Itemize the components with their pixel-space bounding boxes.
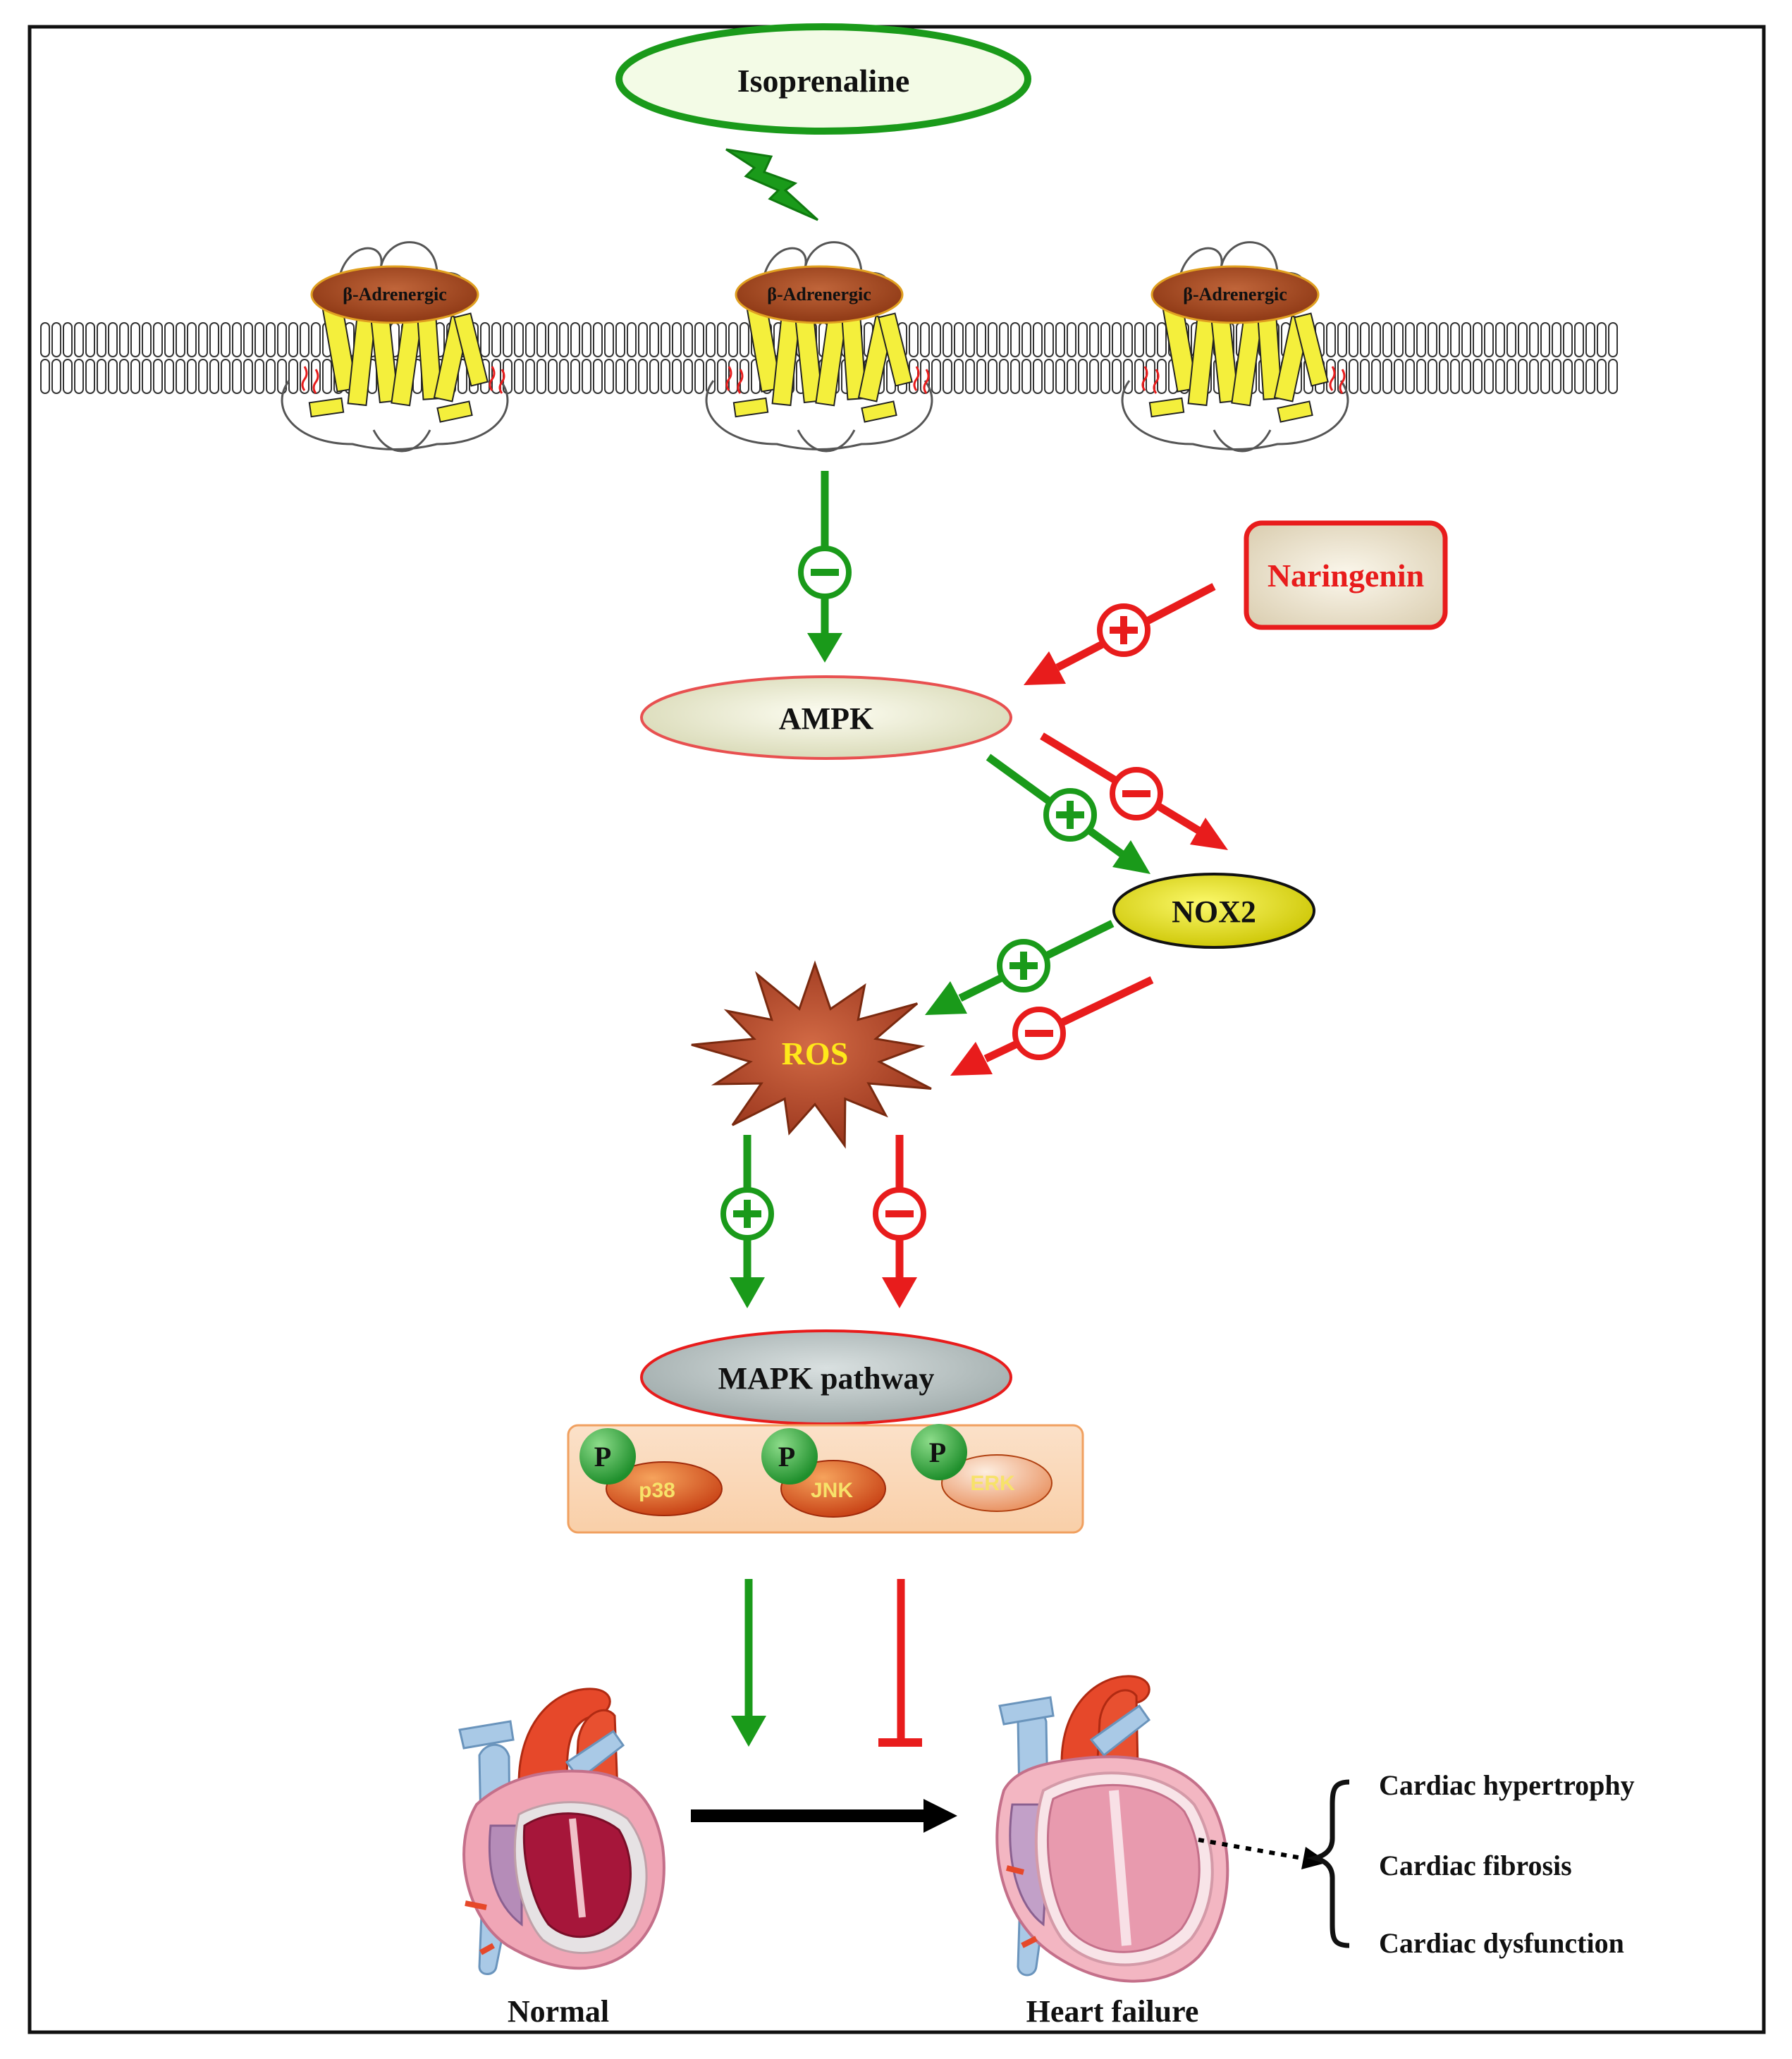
isoprenaline-node: Isoprenaline — [615, 23, 1031, 135]
receptor-center-label: β-Adrenergic — [767, 284, 871, 305]
phospho-label-jnk: P — [778, 1441, 795, 1473]
receptor-left: β-Adrenergic — [281, 241, 509, 453]
lightning-icon — [725, 148, 819, 221]
ampk-node: AMPK — [640, 675, 1012, 760]
ros-burst-icon — [691, 960, 932, 1149]
arrow-mapk-to-transition-green — [731, 1579, 766, 1747]
mapk-node: MAPK pathway — [640, 1329, 1012, 1425]
effects-bracket — [1306, 1779, 1350, 1948]
kinase-panel: p38 P JNK P ERK P — [567, 1424, 1084, 1534]
effect-fibrosis: Cardiac fibrosis — [1379, 1850, 1572, 1881]
heart-failure-icon — [995, 1675, 1229, 1983]
nox2-label: NOX2 — [1172, 895, 1256, 929]
erk-label: ERK — [970, 1472, 1015, 1495]
receptor-left-label: β-Adrenergic — [343, 284, 447, 305]
kinase-p38: p38 P — [579, 1428, 723, 1516]
receptor-right-label: β-Adrenergic — [1183, 284, 1287, 305]
minus-badge-ampk-nox2 — [1110, 767, 1163, 820]
normal-label: Normal — [508, 1994, 609, 2029]
phospho-label-p38: P — [594, 1441, 611, 1473]
ampk-label: AMPK — [779, 701, 873, 736]
plus-badge-ampk-nox2 — [1043, 788, 1097, 842]
arrow-normal-to-heart-failure — [691, 1799, 957, 1833]
plus-badge-ros-mapk — [720, 1187, 774, 1241]
kinase-jnk: JNK P — [761, 1428, 886, 1518]
receptor-center: β-Adrenergic — [705, 241, 933, 453]
effect-dysfunction: Cardiac dysfunction — [1379, 1927, 1624, 1959]
nox2-node: NOX2 — [1112, 873, 1315, 949]
naringenin-node: Naringenin — [1244, 520, 1448, 630]
heart-failure-label: Heart failure — [1026, 1994, 1199, 2029]
naringenin-label: Naringenin — [1268, 558, 1424, 594]
mapk-label: MAPK pathway — [718, 1361, 935, 1396]
phospho-icon — [911, 1424, 967, 1480]
p38-label: p38 — [639, 1479, 675, 1502]
effect-hypertrophy: Cardiac hypertrophy — [1379, 1769, 1635, 1801]
ros-label: ROS — [782, 1035, 849, 1071]
plus-badge-naringenin-ampk — [1097, 603, 1150, 657]
heart-normal-icon — [458, 1688, 665, 1975]
phospho-icon — [579, 1428, 636, 1485]
jnk-label: JNK — [811, 1479, 853, 1502]
arrow-nox2-to-ros-red — [950, 976, 1154, 1076]
minus-badge-nox2-ros — [1012, 1007, 1066, 1060]
minus-badge-ros-mapk — [873, 1187, 926, 1241]
plus-badge-nox2-ros — [997, 939, 1050, 992]
phospho-icon — [761, 1428, 818, 1485]
ros-node: ROS — [691, 960, 932, 1149]
phospho-label-erk: P — [929, 1437, 946, 1468]
minus-badge-receptor-ampk — [798, 546, 852, 599]
inhibit-mapk-to-transition-red — [878, 1579, 922, 1747]
kinase-erk: ERK P — [911, 1424, 1053, 1512]
isoprenaline-label: Isoprenaline — [737, 63, 910, 99]
receptor-right: β-Adrenergic — [1121, 241, 1349, 453]
